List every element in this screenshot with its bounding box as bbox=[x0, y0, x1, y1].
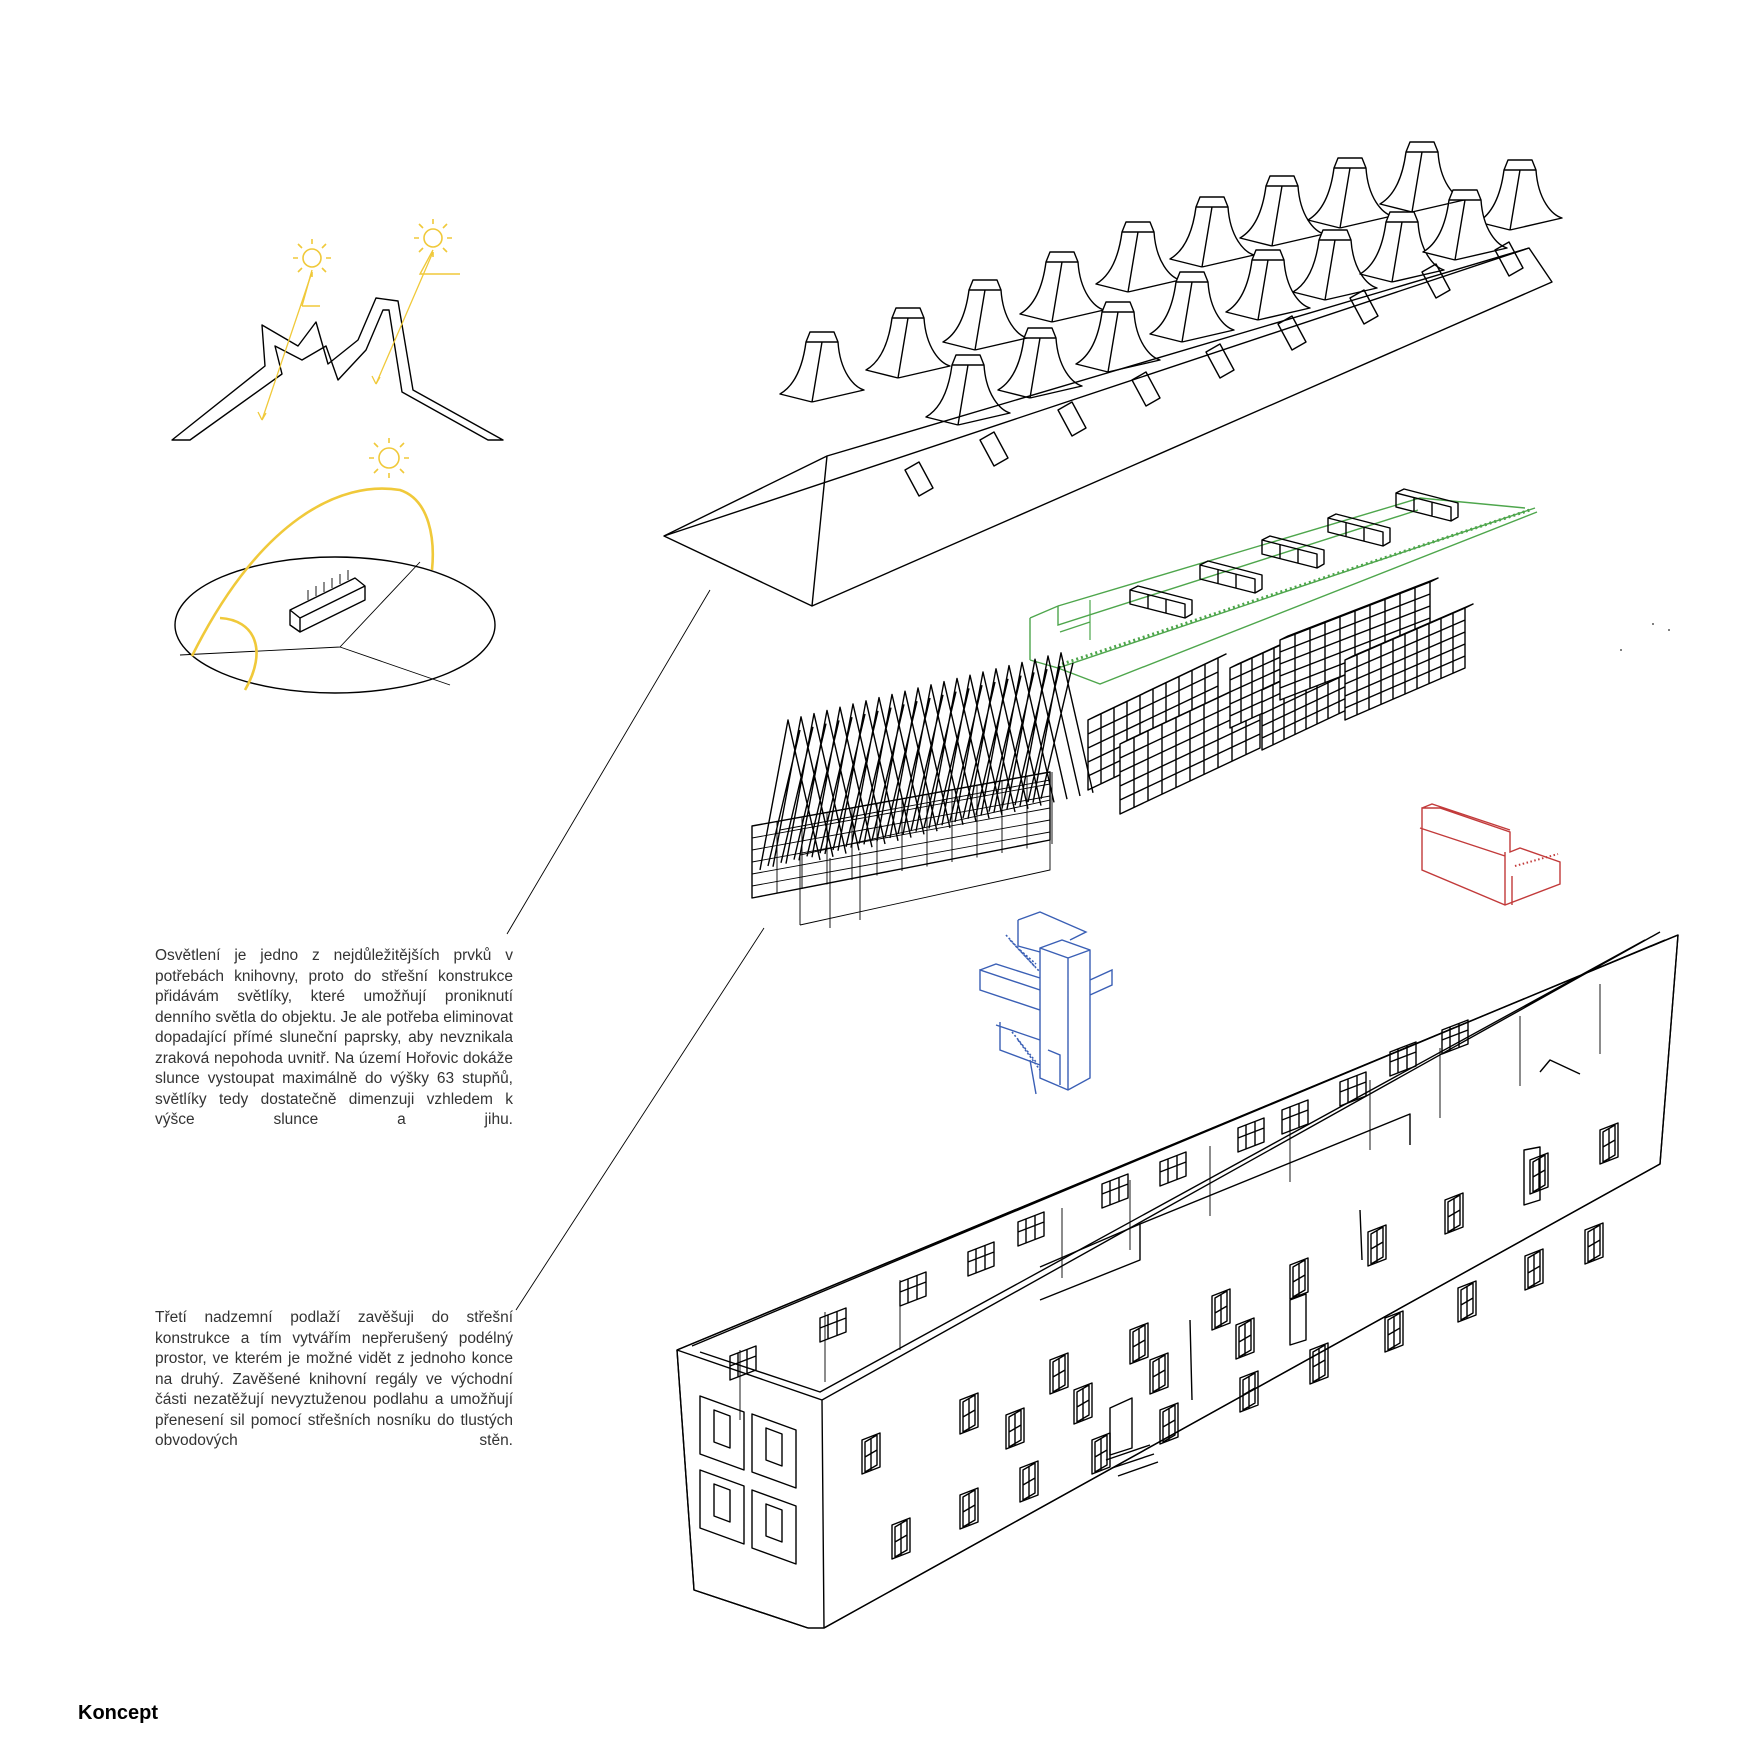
facade-window bbox=[1384, 1310, 1404, 1353]
skylight-funnel bbox=[865, 307, 951, 379]
courtyard-window bbox=[1237, 1117, 1265, 1153]
courtyard-window bbox=[729, 1345, 757, 1381]
courtyard-window bbox=[1389, 1041, 1417, 1077]
skylight-funnel bbox=[1477, 159, 1563, 231]
sun-icon bbox=[369, 438, 409, 478]
courtyard-window bbox=[819, 1307, 847, 1343]
skylight-section-diagram bbox=[171, 219, 504, 441]
facade-window bbox=[1529, 1152, 1549, 1195]
facade-window bbox=[959, 1487, 979, 1530]
roof-truss-structure bbox=[751, 652, 1094, 928]
facade-window bbox=[1239, 1370, 1259, 1413]
skylight-funnel bbox=[1379, 141, 1465, 213]
facade-window bbox=[861, 1432, 881, 1475]
facade-window bbox=[1584, 1222, 1604, 1265]
courtyard-window bbox=[1017, 1211, 1045, 1247]
skylight-funnel bbox=[1359, 211, 1445, 283]
suspended-shelf bbox=[1129, 585, 1193, 619]
skylight-funnel bbox=[1225, 249, 1311, 321]
lighting-paragraph: Osvětlení je jedno z nejdůležitějších pr… bbox=[155, 947, 513, 1128]
skylight-funnel bbox=[779, 331, 865, 403]
skylight-funnels bbox=[779, 141, 1563, 426]
truss-base-bookshelf bbox=[799, 799, 1051, 928]
building bbox=[676, 931, 1679, 1629]
sun-icon bbox=[293, 239, 331, 277]
facade-window bbox=[891, 1517, 911, 1560]
facade-window bbox=[1091, 1432, 1111, 1475]
bookshelf-block bbox=[1344, 603, 1474, 721]
skylight-funnel bbox=[942, 279, 1028, 351]
skylight-opening bbox=[1131, 371, 1161, 407]
sun-path-diagram bbox=[174, 438, 496, 694]
facade-window bbox=[1211, 1288, 1231, 1331]
skylight-opening bbox=[1277, 315, 1307, 351]
facade-window bbox=[1235, 1317, 1255, 1360]
courtyard-window bbox=[899, 1271, 927, 1307]
wall-piers bbox=[739, 984, 1601, 1420]
skylight-opening bbox=[1421, 263, 1451, 299]
skylight-funnel bbox=[1307, 157, 1393, 229]
skylight-funnel bbox=[1019, 251, 1105, 323]
skylight-funnel bbox=[1149, 271, 1235, 343]
facade-window bbox=[1159, 1402, 1179, 1445]
facade-window bbox=[1309, 1342, 1329, 1385]
courtyard-window bbox=[1101, 1173, 1129, 1209]
end-wall-window bbox=[699, 1469, 745, 1545]
facade-window bbox=[1149, 1352, 1169, 1395]
suspended-shelf bbox=[1199, 560, 1263, 594]
skylight-funnel bbox=[1292, 229, 1378, 301]
facade-window bbox=[959, 1392, 979, 1435]
facade-window bbox=[1524, 1248, 1544, 1291]
skylight-opening bbox=[904, 461, 934, 497]
suspension-rods bbox=[759, 652, 1094, 871]
skylight-funnel bbox=[1239, 175, 1325, 247]
courtyard-window bbox=[1441, 1019, 1469, 1055]
skylight-funnel bbox=[1075, 301, 1161, 373]
facade-window bbox=[1049, 1352, 1069, 1395]
suspended-shelf bbox=[1261, 535, 1325, 569]
end-wall-window bbox=[699, 1395, 745, 1471]
skylight-funnel bbox=[1169, 196, 1255, 268]
courtyard-window bbox=[967, 1241, 995, 1277]
suspended-shelf bbox=[1395, 488, 1459, 522]
end-wall-window bbox=[751, 1413, 797, 1489]
facade-window bbox=[1599, 1122, 1619, 1165]
suspended-shelf bbox=[1327, 513, 1391, 547]
facade-window bbox=[1457, 1280, 1477, 1323]
skylight-opening bbox=[1494, 241, 1524, 277]
facade-window bbox=[1073, 1382, 1093, 1425]
end-wall-window bbox=[751, 1489, 797, 1565]
stair-core bbox=[979, 911, 1113, 1095]
skylight-opening bbox=[1057, 401, 1087, 437]
bookshelf-blocks bbox=[1087, 577, 1474, 815]
page-title: Koncept bbox=[78, 1702, 158, 1724]
facade-window bbox=[1019, 1460, 1039, 1503]
facade-window bbox=[1129, 1322, 1149, 1365]
skylight-funnel bbox=[997, 327, 1083, 399]
facade-window bbox=[1289, 1257, 1309, 1300]
courtyard-window bbox=[1159, 1151, 1187, 1187]
facade-window bbox=[1444, 1192, 1464, 1235]
courtyard-window bbox=[1339, 1071, 1367, 1107]
facade-window bbox=[1367, 1224, 1387, 1267]
skylight-funnel bbox=[1095, 221, 1181, 293]
facade-window bbox=[1005, 1407, 1025, 1450]
skylight-opening bbox=[979, 431, 1009, 467]
sun-icon bbox=[414, 219, 452, 257]
skylight-opening bbox=[1349, 289, 1379, 325]
skylight-funnel bbox=[1422, 189, 1508, 261]
red-volume bbox=[1419, 803, 1561, 906]
roof bbox=[663, 241, 1553, 607]
leader-lines bbox=[506, 589, 765, 1311]
structure-paragraph: Třetí nadzemní podlaží zavěšuji do střeš… bbox=[155, 1309, 513, 1449]
skylight-opening bbox=[1205, 343, 1235, 379]
